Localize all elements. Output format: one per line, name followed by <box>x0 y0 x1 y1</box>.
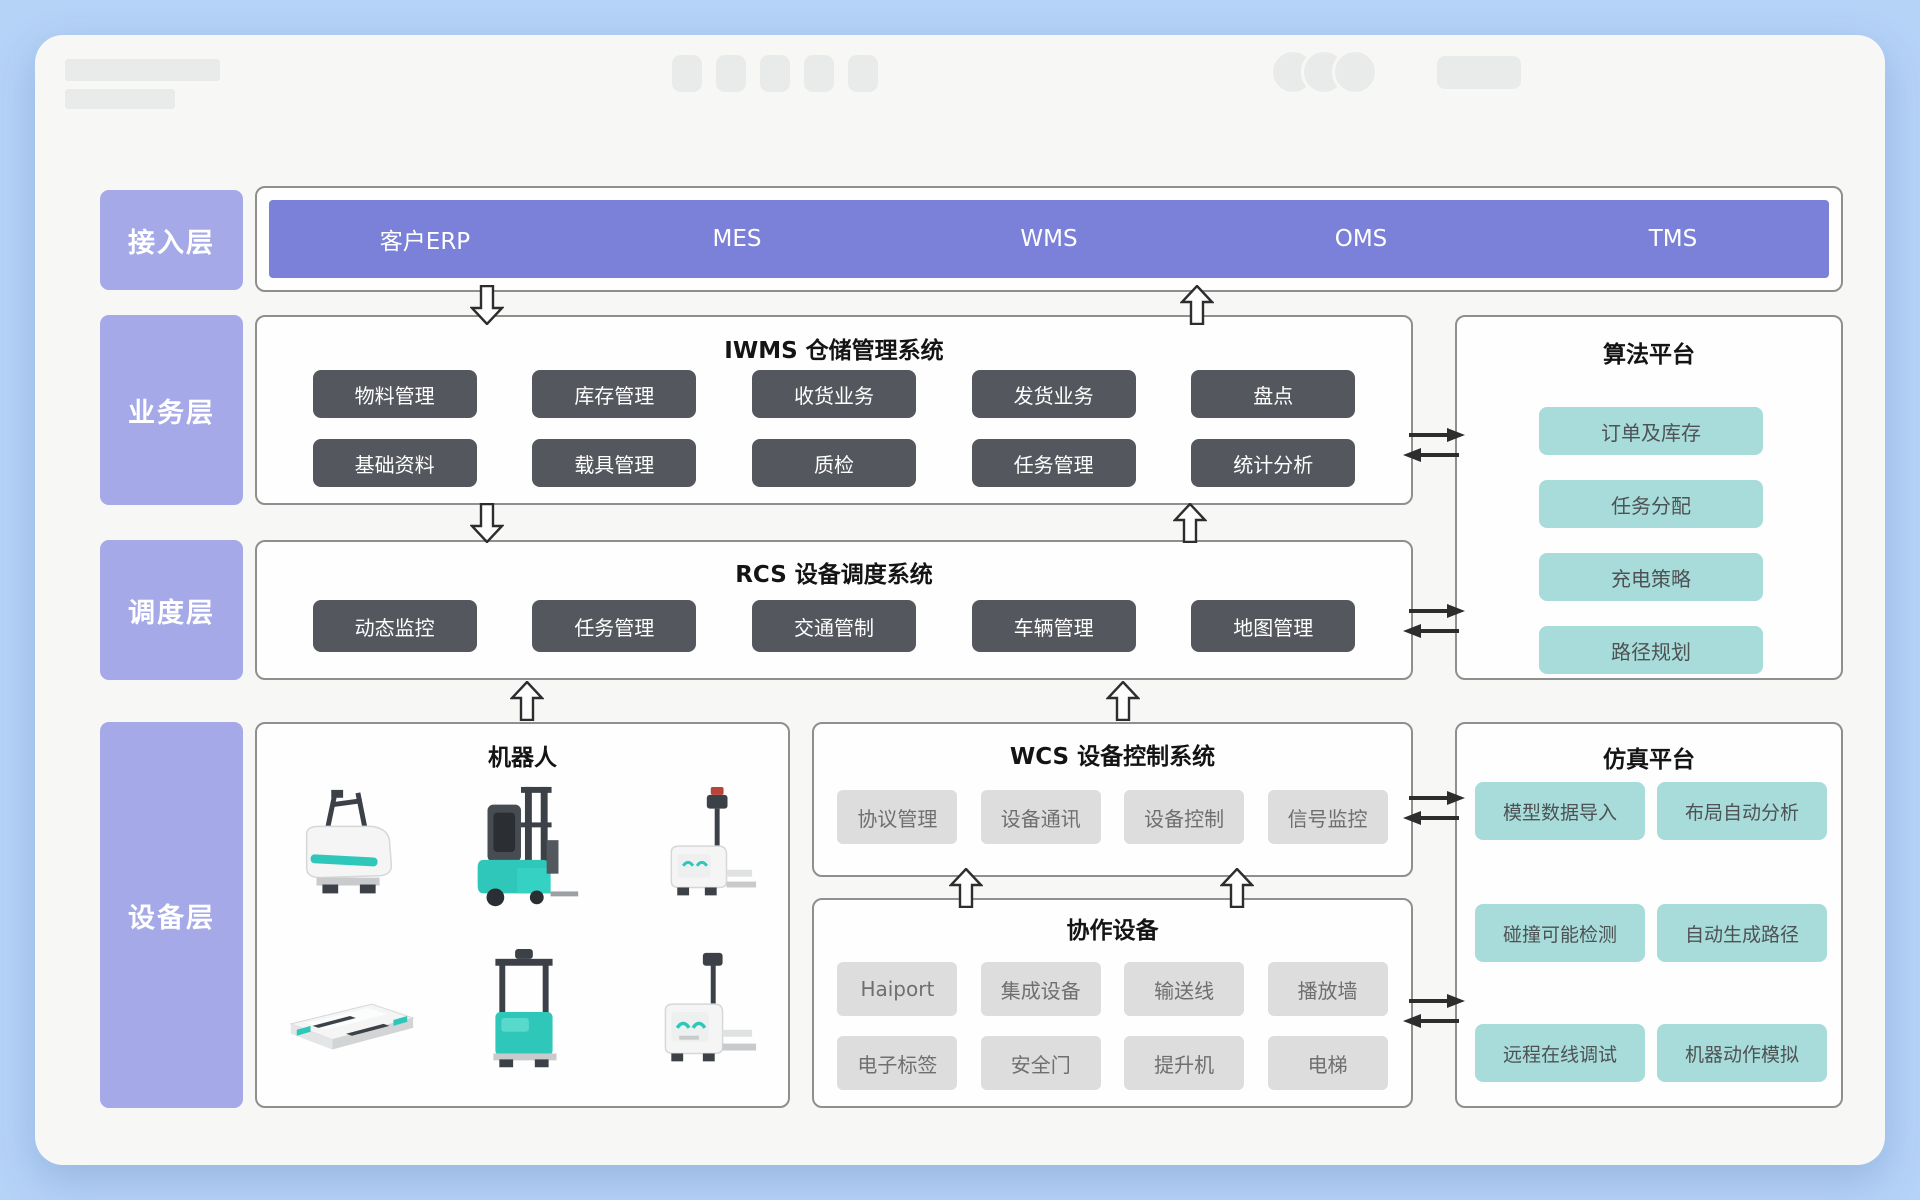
module-chip: 碰撞可能检测 <box>1475 904 1645 962</box>
module-chip: 交通管制 <box>751 600 916 652</box>
module-chip: 机器动作模拟 <box>1657 1024 1827 1082</box>
wcs-box: WCS 设备控制系统 协议管理 设备通讯 设备控制 信号监控 <box>812 722 1413 877</box>
module-chip: 设备控制 <box>1124 790 1245 844</box>
access-system-label: TMS <box>1648 226 1698 252</box>
module-chip: 任务管理 <box>971 439 1136 487</box>
flow-arrow-down-icon <box>470 285 504 325</box>
module-chip: 地图管理 <box>1191 600 1356 652</box>
module-chip: 任务管理 <box>532 600 697 652</box>
simulation-platform-box: 仿真平台 模型数据导入 布局自动分析 碰撞可能检测 自动生成路径 远程在线调试 … <box>1455 722 1843 1108</box>
layer-label-business: 业务层 <box>100 315 243 505</box>
iwms-title: IWMS 仓储管理系统 <box>724 338 944 364</box>
topbar-placeholder-tab <box>760 55 790 92</box>
flow-arrow-up-icon <box>949 868 983 908</box>
algorithm-platform-box: 算法平台 订单及库存 任务分配 充电策略 路径规划 <box>1455 315 1843 680</box>
algorithm-platform-title: 算法平台 <box>1603 342 1695 368</box>
module-chip: 动态监控 <box>312 600 477 652</box>
topbar-placeholder-subtitle-line <box>65 89 175 109</box>
module-chip: 提升机 <box>1124 1036 1245 1090</box>
flow-arrow-up-icon <box>510 681 544 721</box>
flow-arrow-down-icon <box>470 503 504 543</box>
module-chip: 车辆管理 <box>971 600 1136 652</box>
collab-devices-box: 协作设备 Haiport 集成设备 输送线 播放墙 电子标签 安全门 提升机 电… <box>812 898 1413 1108</box>
face-screen-pallet-robot-icon <box>608 934 780 1098</box>
module-chip: 播放墙 <box>1267 962 1388 1016</box>
exchange-arrow-left-icon <box>1403 448 1459 462</box>
topbar-placeholder-tab <box>672 55 702 92</box>
reach-forklift-robot-icon <box>437 770 609 934</box>
module-chip: 收货业务 <box>751 370 916 418</box>
topbar-placeholder-tab <box>804 55 834 92</box>
flat-shuttle-robot-icon <box>265 934 437 1098</box>
flow-arrow-up-icon <box>1173 503 1207 543</box>
exchange-arrow-left-icon <box>1403 811 1459 825</box>
flow-arrow-up-icon <box>1106 681 1140 721</box>
module-chip: 物料管理 <box>312 370 477 418</box>
topbar-placeholder-tab <box>716 55 746 92</box>
access-systems-bar: 客户ERP MES WMS OMS TMS <box>269 200 1829 278</box>
exchange-arrow-left-icon <box>1403 624 1459 638</box>
module-chip: 订单及库存 <box>1539 407 1763 455</box>
module-chip: Haiport <box>837 962 958 1016</box>
collab-devices-title: 协作设备 <box>1066 918 1159 944</box>
module-chip: 输送线 <box>1124 962 1245 1016</box>
layer-label-scheduling: 调度层 <box>100 540 243 680</box>
module-chip: 任务分配 <box>1539 480 1763 528</box>
rcs-box: RCS 设备调度系统 动态监控 任务管理 交通管制 车辆管理 地图管理 <box>255 540 1413 680</box>
module-chip: 电梯 <box>1267 1036 1388 1090</box>
module-chip: 充电策略 <box>1539 553 1763 601</box>
module-chip: 载具管理 <box>532 439 697 487</box>
exchange-arrow-right-icon <box>1409 428 1465 442</box>
robots-title: 机器人 <box>488 745 557 771</box>
iwms-box: IWMS 仓储管理系统 物料管理 库存管理 收货业务 发货业务 盘点 基础资料 … <box>255 315 1413 505</box>
exchange-arrow-right-icon <box>1409 791 1465 805</box>
exchange-arrow-right-icon <box>1409 994 1465 1008</box>
module-chip: 安全门 <box>980 1036 1101 1090</box>
module-chip: 集成设备 <box>980 962 1101 1016</box>
module-chip: 路径规划 <box>1539 626 1763 674</box>
flow-arrow-up-icon <box>1220 868 1254 908</box>
dual-mast-agv-robot-icon <box>265 770 437 934</box>
sensor-pole-pallet-robot-icon <box>608 770 780 934</box>
topbar-placeholder-title-line <box>65 59 220 81</box>
rcs-title: RCS 设备调度系统 <box>735 562 933 588</box>
module-chip: 盘点 <box>1191 370 1356 418</box>
exchange-arrow-left-icon <box>1403 1014 1459 1028</box>
module-chip: 统计分析 <box>1191 439 1356 487</box>
layer-label-device: 设备层 <box>100 722 243 1108</box>
topbar-placeholder-button <box>1437 56 1521 89</box>
access-systems-box: 客户ERP MES WMS OMS TMS <box>255 186 1843 292</box>
module-chip: 远程在线调试 <box>1475 1024 1645 1082</box>
access-system-label: WMS <box>1020 226 1078 252</box>
stacker-robot-icon <box>437 934 609 1098</box>
access-system-label: 客户ERP <box>379 229 471 255</box>
module-chip: 库存管理 <box>532 370 697 418</box>
window-control-circle <box>1332 49 1378 95</box>
robot-gallery <box>265 770 780 1098</box>
app-window-card: 接入层 业务层 调度层 设备层 客户ERP MES WMS OMS TMS IW… <box>35 35 1885 1165</box>
module-chip: 信号监控 <box>1267 790 1388 844</box>
flow-arrow-up-icon <box>1180 285 1214 325</box>
module-chip: 模型数据导入 <box>1475 782 1645 840</box>
exchange-arrow-right-icon <box>1409 604 1465 618</box>
module-chip: 电子标签 <box>837 1036 958 1090</box>
module-chip: 发货业务 <box>971 370 1136 418</box>
access-system-label: MES <box>712 226 762 252</box>
module-chip: 布局自动分析 <box>1657 782 1827 840</box>
module-chip: 质检 <box>751 439 916 487</box>
simulation-platform-title: 仿真平台 <box>1603 747 1695 773</box>
layer-label-access: 接入层 <box>100 190 243 290</box>
module-chip: 设备通讯 <box>980 790 1101 844</box>
robots-box: 机器人 <box>255 722 790 1108</box>
access-system-label: OMS <box>1334 226 1388 252</box>
topbar-placeholder-tab <box>848 55 878 92</box>
module-chip: 协议管理 <box>837 790 958 844</box>
module-chip: 基础资料 <box>312 439 477 487</box>
wcs-title: WCS 设备控制系统 <box>1009 744 1216 770</box>
module-chip: 自动生成路径 <box>1657 904 1827 962</box>
